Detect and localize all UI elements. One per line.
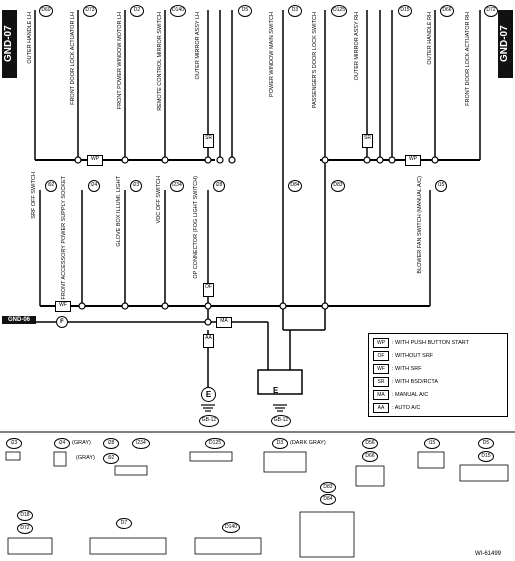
conn-D83: D83: [331, 180, 345, 192]
legend-text-2: : WITH SRF: [392, 366, 422, 372]
cv-D3: D3: [272, 438, 288, 449]
cv-i23: i23: [6, 438, 22, 449]
legend-row-3: SR: WITH BSD/RCTA: [373, 377, 438, 387]
legend-code-3: SR: [373, 377, 389, 387]
ground-gb12-1: GB-12: [199, 415, 219, 427]
conn-D2: D2: [130, 5, 144, 17]
conn-D66: D66: [440, 5, 454, 17]
conn-i234: i234: [170, 180, 184, 192]
cv-D72: D72: [17, 523, 33, 534]
cv-D7: D7: [116, 518, 132, 529]
cv-i92: i92: [103, 453, 119, 464]
cv-i234: i234: [132, 438, 150, 449]
conn-D73: D73: [83, 5, 97, 17]
cv-D84: D84: [320, 494, 336, 505]
ground-e2: E: [273, 386, 279, 395]
conn-i92: i92: [45, 180, 57, 192]
cv-i24: i24: [54, 438, 70, 449]
cv-gray-2: (GRAY): [76, 455, 95, 461]
gnd06-tag: GND-06: [2, 316, 37, 324]
conn-D60: D60: [39, 5, 53, 17]
cv-gray-1: (GRAY): [72, 440, 91, 446]
wire-code-aa: AA: [203, 334, 214, 348]
cv-D15: D15: [478, 451, 494, 462]
legend-code-0: WP: [373, 338, 389, 348]
cv-D18: D18: [17, 510, 33, 521]
conn-D125: D125: [331, 5, 347, 17]
conn-D84: D84: [288, 180, 302, 192]
conn-i24: i24: [88, 180, 100, 192]
conn-i23: i23: [130, 180, 142, 192]
wire-code-of: OF: [203, 283, 214, 297]
conn-i15: i15: [435, 180, 447, 192]
wire-code-wf: WF: [55, 301, 71, 312]
wire-code-sr1: SR: [203, 134, 214, 148]
legend-text-0: : WITH PUSH BUTTON START: [392, 340, 470, 346]
cv-D66: D66: [362, 451, 378, 462]
cv-i15: i15: [424, 438, 440, 449]
wire-code-ma: MA: [216, 317, 232, 328]
legend-row-2: WF: WITH SRF: [373, 364, 422, 374]
legend-text-4: : MANUAL A/C: [392, 392, 429, 398]
conn-D72: D72: [484, 5, 498, 17]
legend-box: WP: WITH PUSH BUTTON START OF: WITHOUT S…: [368, 333, 508, 417]
conn-D140: D140: [170, 5, 186, 17]
legend-row-0: WP: WITH PUSH BUTTON START: [373, 338, 469, 348]
cv-i28: i28: [103, 438, 119, 449]
cv-D140: D140: [222, 522, 240, 533]
cv-dark-gray: (DARK GRAY): [290, 440, 326, 446]
legend-code-2: WF: [373, 364, 389, 374]
wire-code-wp1: WP: [87, 155, 103, 166]
cv-D56: D56: [362, 438, 378, 449]
wire-code-sr2: SR: [362, 134, 373, 148]
footer-code: WI-61499: [475, 551, 502, 557]
legend-code-1: OF: [373, 351, 389, 361]
cv-D83: D83: [320, 482, 336, 493]
legend-row-5: AA: AUTO A/C: [373, 403, 420, 413]
legend-text-3: : WITH BSD/RCTA: [392, 379, 439, 385]
legend-row-1: OF: WITHOUT SRF: [373, 351, 433, 361]
ground-e1: E: [201, 387, 216, 402]
legend-code-4: MA: [373, 390, 389, 400]
conn-D15: D15: [398, 5, 412, 17]
gnd06-f-marker: F: [56, 316, 68, 328]
ground-gb12-2: GB-12: [271, 415, 291, 427]
wire-code-wp2: WP: [405, 155, 421, 166]
legend-text-5: : AUTO A/C: [392, 405, 421, 411]
conn-D5: D5: [238, 5, 252, 17]
cv-D5: D5: [478, 438, 494, 449]
legend-row-4: MA: MANUAL A/C: [373, 390, 428, 400]
legend-text-1: : WITHOUT SRF: [392, 353, 434, 359]
cv-D125: D125: [205, 438, 225, 449]
conn-i28: i28: [213, 180, 225, 192]
conn-D3: D3: [288, 5, 302, 17]
legend-code-5: AA: [373, 403, 389, 413]
